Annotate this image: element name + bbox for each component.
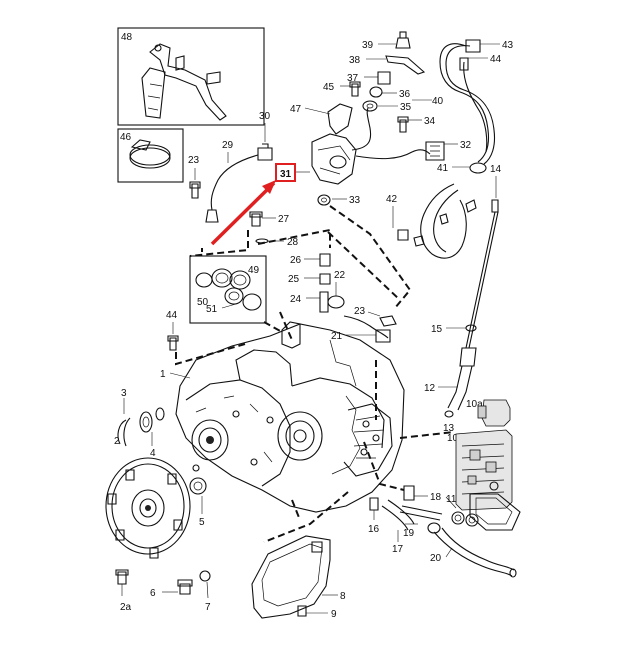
label-21: 21 — [331, 331, 343, 342]
label-14: 14 — [490, 164, 502, 175]
label-38: 38 — [349, 55, 361, 66]
label-47: 47 — [290, 104, 302, 115]
label-46: 46 — [120, 132, 132, 143]
upper-centre-parts: 39 38 37 45 36 35 47 34 — [290, 31, 472, 206]
label-32: 32 — [460, 140, 472, 151]
inset-46-clamp: 46 — [117, 128, 184, 183]
label-45: 45 — [323, 82, 335, 93]
label-1: 1 — [160, 369, 166, 380]
label-23-top: 23 — [188, 155, 200, 166]
label-43: 43 — [502, 40, 514, 51]
label-40: 40 — [432, 96, 444, 107]
label-3: 3 — [121, 388, 127, 399]
label-28: 28 — [287, 237, 299, 248]
label-4: 4 — [150, 448, 156, 459]
label-6: 6 — [150, 588, 156, 599]
label-24: 24 — [290, 294, 302, 305]
highlight-31: 31 — [210, 163, 310, 246]
label-13: 13 — [443, 423, 455, 434]
label-5: 5 — [199, 517, 205, 528]
label-8: 8 — [340, 591, 346, 602]
inset-48-bracket: 48 — [117, 27, 265, 126]
label-2a: 2a — [120, 602, 132, 613]
dipstick-14-15: 14 15 12 13 — [424, 164, 502, 434]
label-44-left: 44 — [166, 310, 178, 321]
mid-parts: 27 28 26 25 24 22 23 21 — [249, 211, 397, 343]
label-30: 30 — [259, 111, 271, 122]
torque-converter — [105, 457, 191, 559]
label-16: 16 — [368, 524, 380, 535]
label-51: 51 — [206, 304, 218, 315]
label-44: 44 — [490, 54, 502, 65]
label-7: 7 — [205, 602, 211, 613]
label-27: 27 — [278, 214, 290, 225]
label-9: 9 — [331, 609, 337, 620]
label-12: 12 — [424, 383, 436, 394]
bottom-left-bolts: 2a 6 7 — [115, 569, 211, 613]
label-11: 11 — [446, 494, 457, 505]
cooler-hose-16-20: 18 16 17 19 20 — [368, 485, 517, 578]
label-26: 26 — [290, 255, 302, 266]
label-15: 15 — [431, 324, 443, 335]
label-20: 20 — [430, 553, 442, 564]
inset-49-seals: 49 50 51 — [189, 255, 267, 324]
label-18: 18 — [430, 492, 442, 503]
label-50: 50 — [197, 297, 209, 308]
label-31: 31 — [280, 169, 292, 180]
label-37: 37 — [347, 73, 359, 84]
left-seals: 3 2 4 5 — [114, 388, 207, 528]
right-harness-40-44: 43 44 40 41 42 — [386, 39, 514, 259]
oil-pan-8: 8 9 — [251, 535, 346, 620]
part-23-bolt: 23 — [188, 155, 201, 199]
label-29: 29 — [222, 140, 234, 151]
label-36: 36 — [399, 89, 411, 100]
label-33: 33 — [349, 195, 361, 206]
label-35: 35 — [400, 102, 412, 113]
label-34: 34 — [424, 116, 436, 127]
label-22: 22 — [334, 270, 346, 281]
part-44-bolt: 44 — [166, 310, 179, 351]
label-23-mid: 23 — [354, 306, 366, 317]
label-48: 48 — [121, 32, 133, 43]
label-39: 39 — [362, 40, 374, 51]
label-19: 19 — [403, 528, 415, 539]
label-25: 25 — [288, 274, 300, 285]
valve-body-10: 10a 10 11 — [445, 399, 521, 531]
label-10a: 10a — [466, 399, 483, 410]
label-41: 41 — [437, 163, 449, 174]
label-49: 49 — [248, 265, 260, 276]
label-17: 17 — [392, 544, 404, 555]
label-10: 10 — [447, 433, 459, 444]
dashed-routing — [175, 205, 455, 543]
label-42: 42 — [386, 194, 398, 205]
transmission-case: 1 — [160, 321, 405, 513]
label-2: 2 — [114, 436, 120, 447]
part-29-30-sensor: 30 29 — [205, 111, 273, 223]
